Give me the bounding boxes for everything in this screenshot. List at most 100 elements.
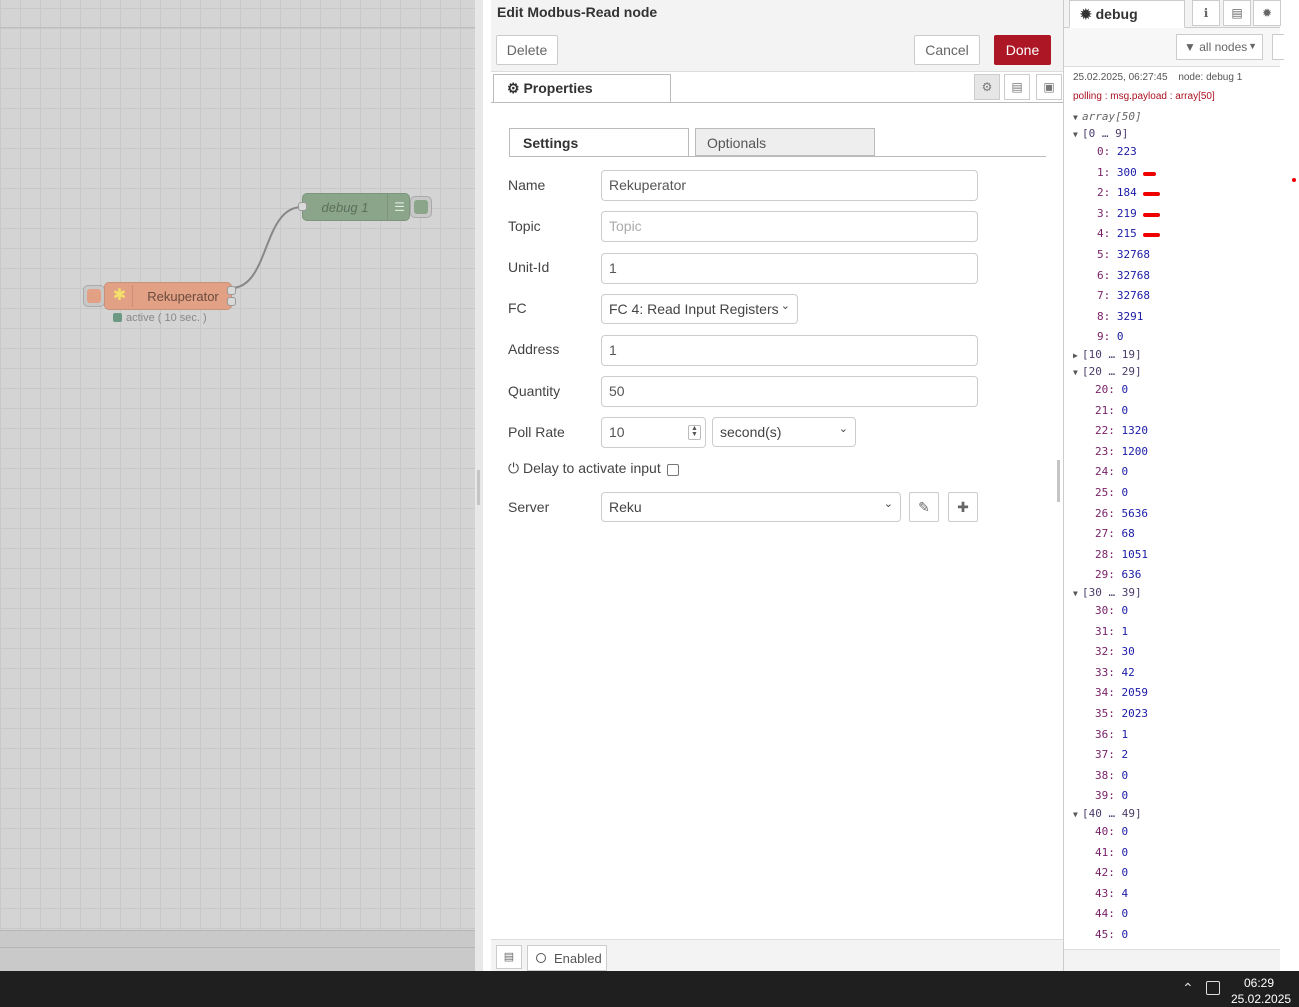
node-status: active ( 10 sec. ) — [113, 312, 207, 324]
payload-group[interactable]: ▼[40 … 49] — [1073, 807, 1142, 820]
payload-item: 28: 1051 — [1095, 547, 1148, 561]
status-dot-icon — [113, 313, 122, 322]
clock-date[interactable]: 25.02.2025 — [1231, 992, 1292, 1006]
clock-time[interactable]: 06:29 — [1244, 976, 1275, 990]
server-select[interactable]: Reku ⌄ — [601, 492, 901, 522]
clear-debug-button[interactable] — [1272, 34, 1284, 60]
payload-item: 25: 0 — [1095, 486, 1129, 499]
debug-bug-icon[interactable]: ✹ — [1253, 0, 1281, 26]
node-wire — [230, 206, 303, 289]
filter-dropdown[interactable]: ▼ all nodes ▼ — [1176, 34, 1263, 60]
book-icon[interactable]: ▤ — [496, 945, 522, 969]
payload-item: 4: 215 — [1097, 227, 1137, 241]
enabled-label: Enabled — [554, 951, 602, 966]
payload-item: 33: 42 — [1095, 665, 1135, 679]
toggle-circle-icon — [536, 953, 546, 963]
pencil-icon: ✎ — [918, 499, 930, 515]
inject-button[interactable] — [83, 285, 105, 307]
fc-select-value: FC 4: Read Input Registers — [609, 301, 779, 317]
chevron-down-icon: ⌄ — [838, 423, 848, 435]
payload-item: 9: 0 — [1097, 330, 1124, 344]
appearance-icon[interactable]: ▣ — [1036, 74, 1062, 100]
payload-group[interactable]: ▼[0 … 9] — [1073, 127, 1129, 140]
caret-down-icon: ▼ — [1073, 589, 1078, 598]
payload-group[interactable]: ▼[20 … 29] — [1073, 365, 1142, 378]
payload-item: 43: 4 — [1095, 886, 1129, 900]
enabled-toggle[interactable]: Enabled — [527, 945, 607, 971]
caret-down-icon: ▼ — [1073, 130, 1078, 139]
payload-group[interactable]: ▶[10 … 19] — [1073, 348, 1142, 361]
cancel-button[interactable]: Cancel — [914, 35, 980, 65]
debug-node-ref[interactable]: node: debug 1 — [1178, 72, 1243, 83]
quantity-label: Quantity — [508, 383, 561, 399]
help-book-icon[interactable]: ▤ — [1223, 0, 1251, 26]
flow-workspace[interactable]: debug 1 ☰ ✱ Rekuperator active ( 10 sec.… — [0, 0, 475, 971]
name-input[interactable]: Rekuperator — [601, 170, 978, 201]
red-annotation-mark — [1143, 212, 1160, 217]
quantity-input[interactable]: 50 — [601, 376, 978, 407]
tab-debug[interactable]: ✹ debug — [1069, 0, 1185, 28]
list-icon[interactable]: ☰ — [387, 194, 411, 220]
payload-root[interactable]: ▼array[50] — [1073, 110, 1142, 123]
payload-item: 2: 184 — [1097, 186, 1137, 200]
poll-rate-input[interactable]: 10 ▲▼ — [601, 417, 706, 448]
delay-label: ⏻ Delay to activate input — [508, 460, 661, 477]
tabs-divider — [509, 156, 1046, 157]
payload-item: 21: 0 — [1095, 403, 1129, 417]
unit-id-input[interactable]: 1 — [601, 253, 978, 284]
payload-item: 34: 2059 — [1095, 686, 1148, 700]
tab-properties[interactable]: ⚙ Properties — [493, 74, 671, 103]
info-icon[interactable]: ℹ — [1192, 0, 1220, 26]
tab-settings[interactable]: Settings — [509, 128, 689, 157]
chevron-up-icon[interactable]: ⌃ — [1182, 980, 1194, 996]
payload-item: 6: 32768 — [1097, 268, 1150, 282]
payload-item: 29: 636 — [1095, 568, 1142, 582]
output-port-1[interactable] — [227, 286, 236, 295]
description-icon[interactable]: ▤ — [1004, 74, 1030, 100]
done-button[interactable]: Done — [994, 35, 1051, 65]
fc-select[interactable]: FC 4: Read Input Registers ⌄ — [601, 294, 798, 324]
add-server-button[interactable]: ✚ — [948, 492, 978, 522]
address-label: Address — [508, 341, 560, 357]
settings-icon[interactable]: ⚙ — [974, 74, 1000, 100]
payload-group[interactable]: ▼[30 … 39] — [1073, 586, 1142, 599]
os-taskbar: ⌃ 06:29 25.02.2025 — [0, 971, 1299, 1007]
sidebar-resize-handle[interactable] — [1057, 460, 1060, 502]
debug-toggle-button[interactable] — [410, 196, 432, 218]
topic-input[interactable]: Topic — [601, 211, 978, 242]
payload-item: 3: 219 — [1097, 206, 1137, 220]
gear-icon: ⚙ — [507, 80, 520, 96]
payload-item: 40: 0 — [1095, 825, 1129, 838]
tab-optionals[interactable]: Optionals — [695, 128, 875, 156]
address-input[interactable]: 1 — [601, 335, 978, 366]
edit-server-button[interactable]: ✎ — [909, 492, 939, 522]
debug-input-port[interactable] — [298, 202, 307, 211]
debug-node[interactable]: debug 1 ☰ — [302, 193, 410, 221]
debug-payload-tree[interactable]: ▼array[50] ▼[0 … 9] 0: 223 1: 300 2: 184 3: 2… — [1073, 109, 1273, 949]
modbus-read-node[interactable]: ✱ Rekuperator — [104, 282, 232, 310]
output-port-2[interactable] — [227, 297, 236, 306]
payload-item: 0: 223 — [1097, 145, 1137, 158]
delay-label-text: Delay to activate input — [522, 460, 661, 476]
debug-toolbar: ▼ all nodes ▼ — [1064, 28, 1284, 67]
delete-button[interactable]: Delete — [496, 35, 558, 65]
server-label: Server — [508, 499, 550, 515]
power-icon: ⏻ — [508, 460, 520, 476]
payload-item: 45: 0 — [1095, 928, 1129, 941]
payload-item: 22: 1320 — [1095, 424, 1148, 438]
debug-topic: polling : msg.payload : array[50] — [1073, 91, 1215, 102]
payload-item: 1: 300 — [1097, 165, 1137, 179]
poll-rate-unit-select[interactable]: second(s) ⌄ — [712, 417, 856, 447]
red-annotation-mark — [1143, 171, 1156, 176]
network-icon[interactable] — [1206, 981, 1220, 995]
spinner-icon[interactable]: ▲▼ — [688, 425, 701, 440]
payload-item: 44: 0 — [1095, 907, 1129, 921]
payload-item: 41: 0 — [1095, 845, 1129, 859]
delay-checkbox[interactable] — [667, 464, 679, 476]
caret-right-icon: ▶ — [1073, 351, 1078, 360]
red-annotation-mark — [1143, 192, 1160, 197]
tray-resize-handle[interactable] — [477, 470, 480, 505]
payload-item: 31: 1 — [1095, 624, 1129, 638]
modbus-node-label: Rekuperator — [147, 289, 219, 304]
caret-down-icon: ▼ — [1248, 41, 1257, 51]
